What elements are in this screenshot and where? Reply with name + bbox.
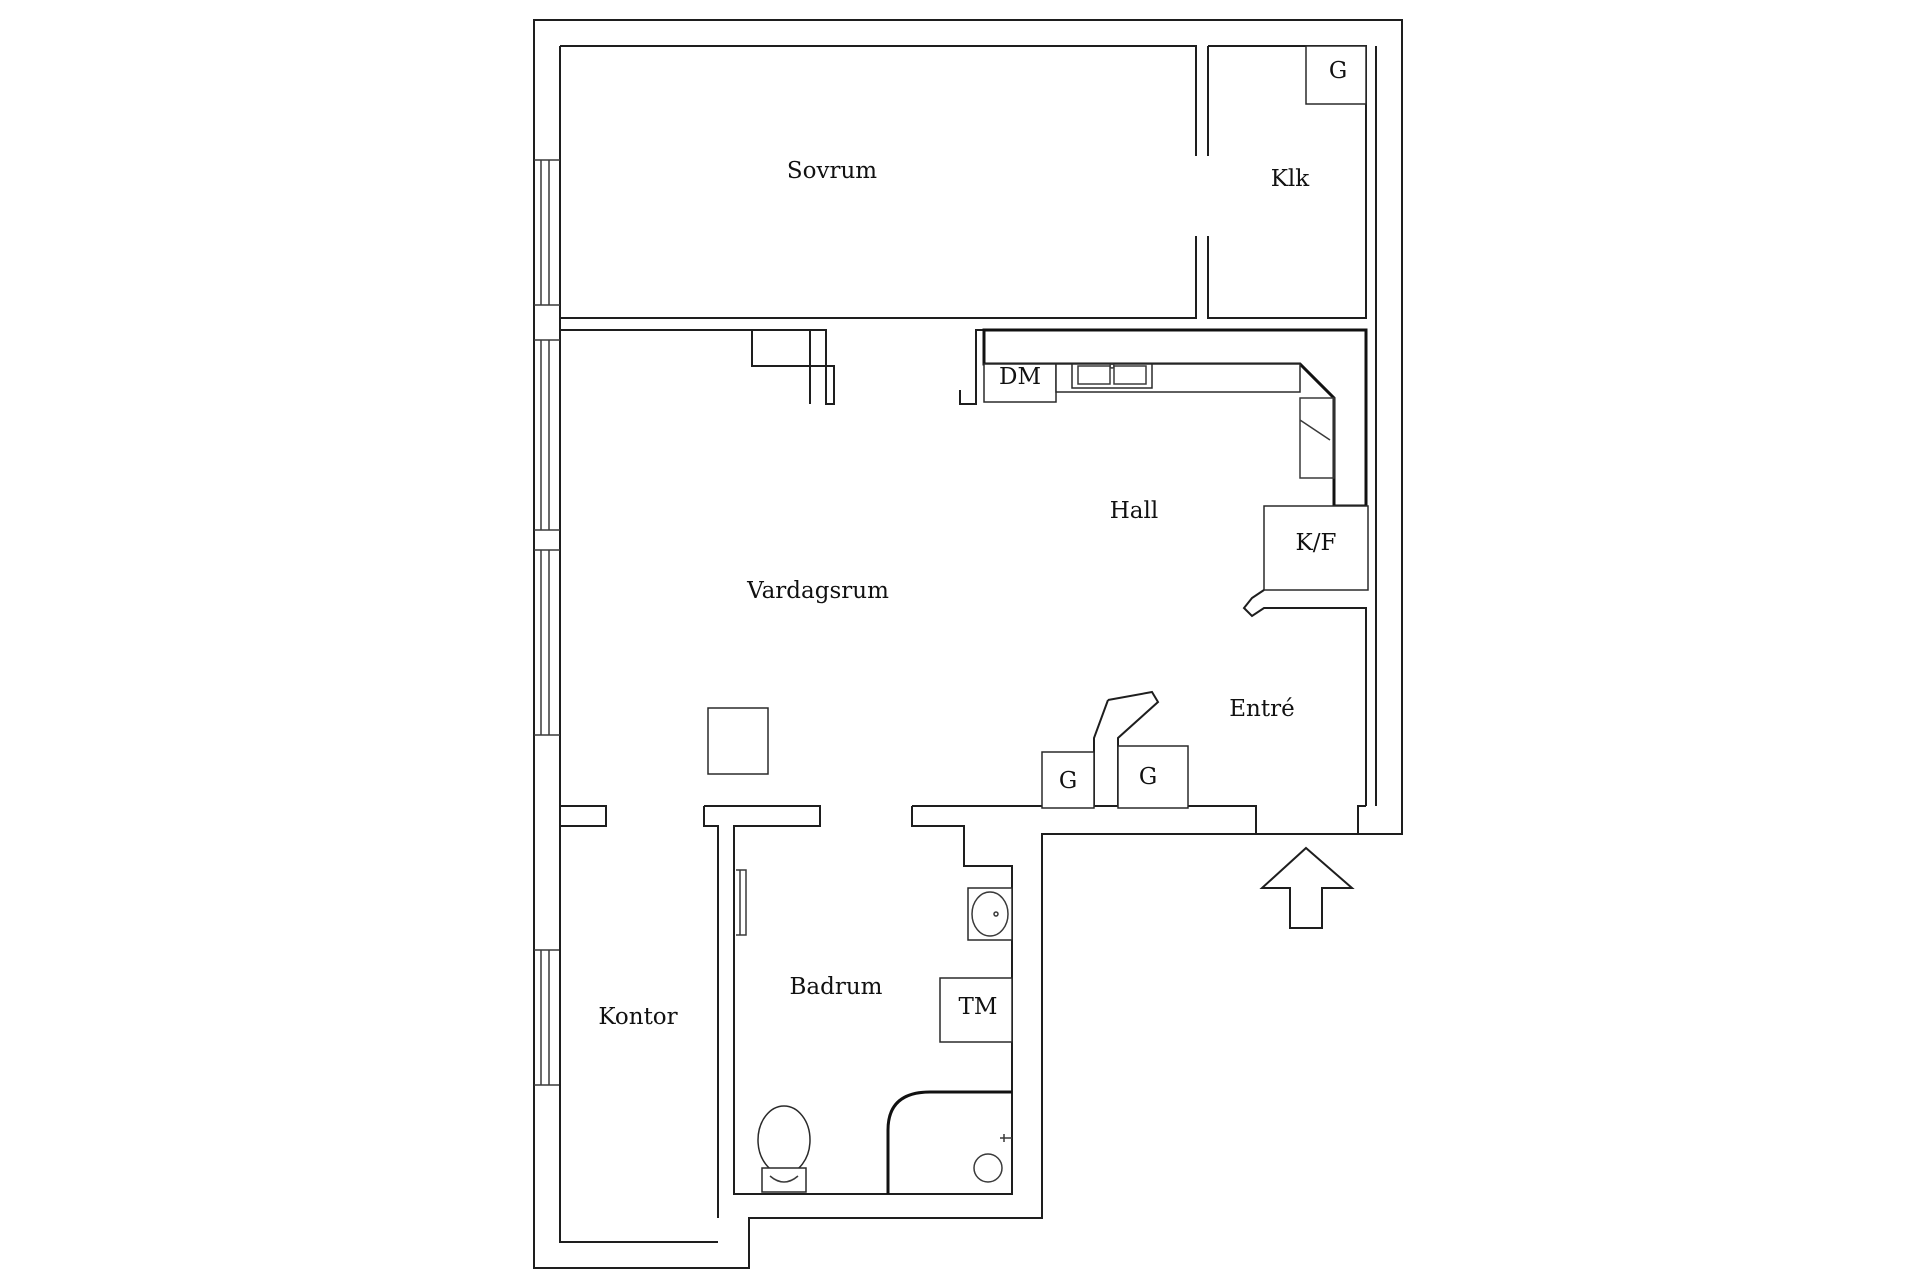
bedroom-walls [560,45,1367,319]
room-label-klk: Klk [1271,166,1311,192]
room-label-vardagsrum: Vardagsrum [746,578,889,604]
room-label-kontor: Kontor [598,1004,677,1030]
room-label-badrum: Badrum [790,974,883,1000]
entre-walls [912,589,1367,834]
room-label-entre: Entré [1229,696,1294,722]
lower-walls [559,805,1013,1243]
fixture-label-dishwasher: DM [999,364,1041,390]
wardrobe-klk [1305,45,1367,105]
entrance-arrow [1259,846,1355,929]
toilet [757,1105,811,1175]
room-label-sovrum: Sovrum [787,158,877,184]
outer-walls [533,19,1403,1269]
dishwasher [983,363,1057,403]
shower-drain [973,1153,1003,1183]
fridge-freezer [1263,505,1369,591]
living-walls [560,329,1367,506]
fixture-label-wardrobe-entre-left: G [1059,768,1077,794]
fixture-label-wardrobe-klk: G [1329,58,1347,84]
wardrobe-entre-right [1117,745,1189,809]
washbasin [967,887,1013,941]
pillar [707,707,769,775]
fixture-label-fridge-freezer: K/F [1296,530,1337,556]
bathroom-fixtures [757,887,1013,1194]
windows [534,159,747,1086]
toilet-tank [761,1167,807,1193]
fixture-label-washing-machine: TM [959,994,998,1020]
room-label-hall: Hall [1110,498,1158,524]
kitchen-counter [982,328,1369,591]
fixture-label-wardrobe-entre-right: G [1139,764,1157,790]
wardrobe-entre-left [1041,751,1095,809]
washing-machine [939,977,1013,1043]
